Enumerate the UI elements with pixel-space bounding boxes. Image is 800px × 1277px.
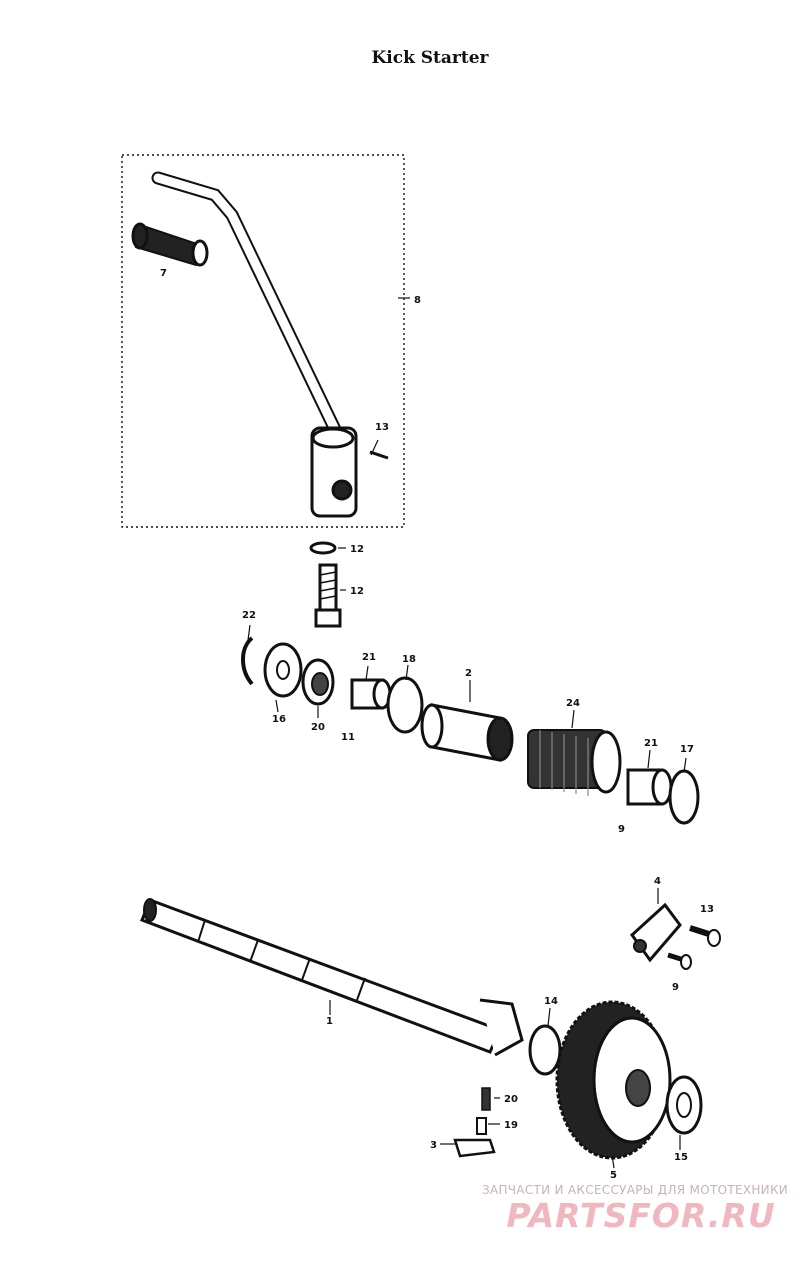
callout-2: 2 xyxy=(465,668,472,679)
callout-24: 24 xyxy=(566,698,580,709)
callout-19: 19 xyxy=(504,1120,518,1131)
kick-rubber-grip xyxy=(131,222,209,267)
washer-15 xyxy=(665,1075,703,1135)
kick-arm-bolt xyxy=(309,541,342,628)
callout-14: 14 xyxy=(544,996,558,1007)
callout-16: 16 xyxy=(272,714,286,725)
callout-13-screw: 13 xyxy=(700,904,714,915)
watermark-logo: PARTSFOR.RU xyxy=(506,1196,776,1235)
callout-22: 22 xyxy=(242,610,256,621)
callout-18: 18 xyxy=(402,654,416,665)
washer-18 xyxy=(386,676,424,734)
washer-14 xyxy=(528,1024,562,1076)
callout-15: 15 xyxy=(674,1152,688,1163)
callout-20-seal: 20 xyxy=(311,722,325,733)
diagram-title: Kick Starter xyxy=(371,48,489,68)
callout-5: 5 xyxy=(610,1170,617,1181)
callout-12-washer: 12 xyxy=(350,544,364,555)
callout-4: 4 xyxy=(654,876,661,887)
callout-20-spring: 20 xyxy=(504,1094,518,1105)
callout-21-left: 21 xyxy=(362,652,376,663)
washer-16 xyxy=(263,642,303,698)
return-spring xyxy=(527,729,622,796)
callout-1: 1 xyxy=(326,1016,333,1027)
kick-arm-assembly-box xyxy=(121,154,405,528)
washer-17 xyxy=(668,769,700,825)
bushing-21-left xyxy=(350,678,392,710)
bushing-21-right xyxy=(626,768,673,806)
circlip xyxy=(241,636,254,686)
callout-12: 12 xyxy=(350,586,364,597)
callout-13: 13 xyxy=(375,422,389,433)
kick-ratchet xyxy=(630,902,682,963)
ratchet-screws xyxy=(667,925,721,970)
callout-17: 17 xyxy=(680,744,694,755)
pin-19 xyxy=(476,1117,487,1135)
callout-8: 8 xyxy=(414,295,421,306)
callout-9-right: 9 xyxy=(618,824,625,835)
kick-shaft xyxy=(140,898,524,1057)
kick-arm xyxy=(151,171,389,518)
callout-7: 7 xyxy=(160,268,167,279)
callout-21-right: 21 xyxy=(644,738,658,749)
key-3 xyxy=(453,1138,496,1158)
spring-20 xyxy=(481,1087,491,1111)
callout-3: 3 xyxy=(430,1140,437,1151)
kick-guide-sleeve xyxy=(420,703,514,762)
watermark-tagline: ЗАПЧАСТИ И АКСЕССУАРЫ ДЛЯ МОТОТЕХНИКИ xyxy=(481,1183,789,1197)
callout-11: 11 xyxy=(341,732,355,743)
callout-9-screw: 9 xyxy=(672,982,679,993)
kick-gear xyxy=(555,1000,672,1160)
